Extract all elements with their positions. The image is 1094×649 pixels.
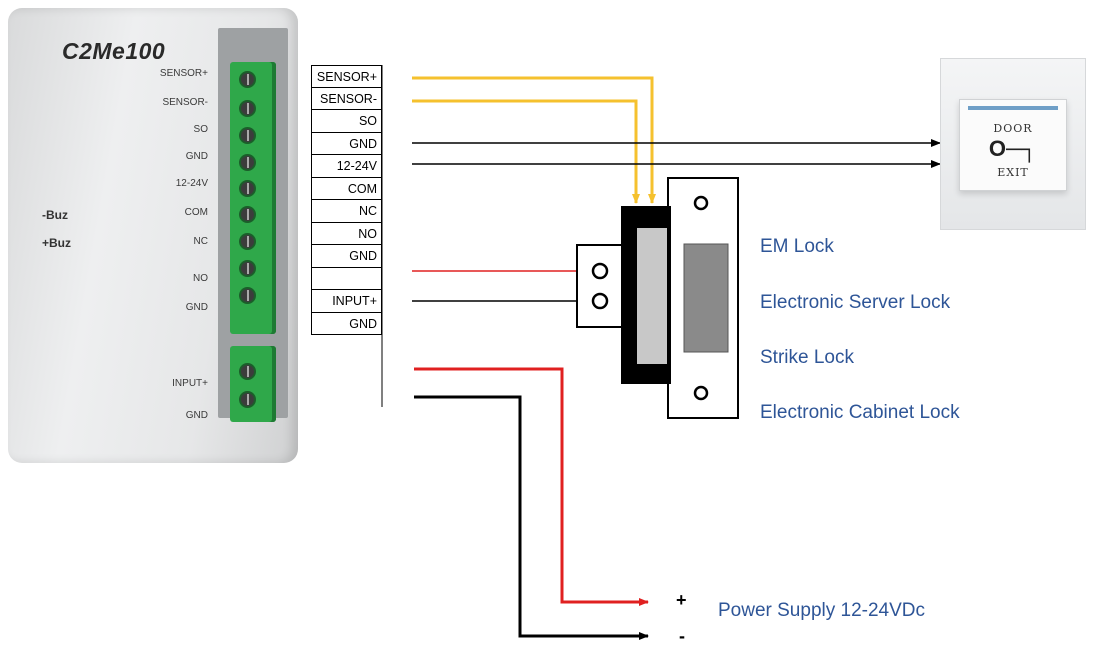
lock-label-strike: Strike Lock bbox=[760, 347, 854, 368]
terminal-screw bbox=[239, 154, 256, 171]
power-supply-label: Power Supply 12-24VDc bbox=[718, 600, 925, 621]
terminal-screw bbox=[239, 127, 256, 144]
device-pin-label: 12-24V bbox=[175, 178, 208, 189]
buzzer-minus-label: -Buz bbox=[42, 208, 68, 222]
terminal-screw bbox=[239, 100, 256, 117]
device-pin-label: SO bbox=[193, 124, 208, 135]
lock-armature bbox=[637, 228, 667, 364]
device-pin-label: NC bbox=[193, 236, 208, 247]
lock-bracket-left bbox=[576, 244, 626, 328]
lock-illustration bbox=[576, 177, 739, 419]
lock-screw-hole bbox=[693, 385, 709, 401]
terminal-screw bbox=[239, 363, 256, 380]
lock-label-server: Electronic Server Lock bbox=[760, 292, 951, 313]
device-pin-label: NO bbox=[193, 273, 208, 284]
device-pin-label: INPUT+ bbox=[172, 378, 208, 389]
power-negative-wire bbox=[414, 395, 649, 640]
buzzer-plus-label: +Buz bbox=[42, 236, 72, 250]
device-model-label: C2Me100 bbox=[62, 38, 166, 64]
exit-door-text: DOOR bbox=[993, 122, 1033, 135]
lock-terminal bbox=[591, 262, 609, 280]
exit-exit-text: EXIT bbox=[997, 166, 1029, 179]
terminal-screw bbox=[239, 233, 256, 250]
lock-label-em: EM Lock bbox=[760, 236, 834, 257]
terminal-screw bbox=[239, 287, 256, 304]
terminal-block-lower bbox=[230, 346, 276, 422]
terminal-screw bbox=[239, 260, 256, 277]
sensor-plus-wire bbox=[412, 76, 656, 204]
controller-device: C2Me100 SENSOR+ SENSOR- SO GND 12-24V CO… bbox=[8, 8, 308, 463]
terminal-table: SENSOR+ SENSOR- SO GND 12-24V COM NC NO … bbox=[311, 65, 382, 335]
device-pin-label: SENSOR+ bbox=[159, 68, 208, 79]
key-icon: O─┐ bbox=[988, 136, 1038, 161]
terminal-screw bbox=[239, 206, 256, 223]
power-plus-symbol: + bbox=[676, 590, 687, 610]
lock-strike-plate bbox=[683, 243, 729, 353]
lock-screw-hole bbox=[693, 195, 709, 211]
device-pin-label: COM bbox=[184, 207, 208, 218]
device-pin-label: GND bbox=[185, 151, 208, 162]
lock-terminal bbox=[591, 292, 609, 310]
power-minus-symbol: - bbox=[679, 626, 685, 646]
device-pin-label: SENSOR- bbox=[162, 97, 208, 108]
terminal-screw bbox=[239, 391, 256, 408]
terminal-screw bbox=[239, 180, 256, 197]
lock-label-cabinet: Electronic Cabinet Lock bbox=[760, 402, 960, 423]
device-pin-label: GND bbox=[185, 410, 208, 421]
terminal-screw bbox=[239, 71, 256, 88]
exit-button: DOOR O─┐ EXIT bbox=[940, 58, 1086, 230]
device-pin-label: GND bbox=[185, 302, 208, 313]
power-positive-wire bbox=[414, 367, 649, 606]
exit-indicator-bar bbox=[968, 106, 1058, 110]
sensor-minus-wire bbox=[412, 99, 640, 204]
exit-button-face: DOOR O─┐ EXIT bbox=[959, 99, 1067, 191]
